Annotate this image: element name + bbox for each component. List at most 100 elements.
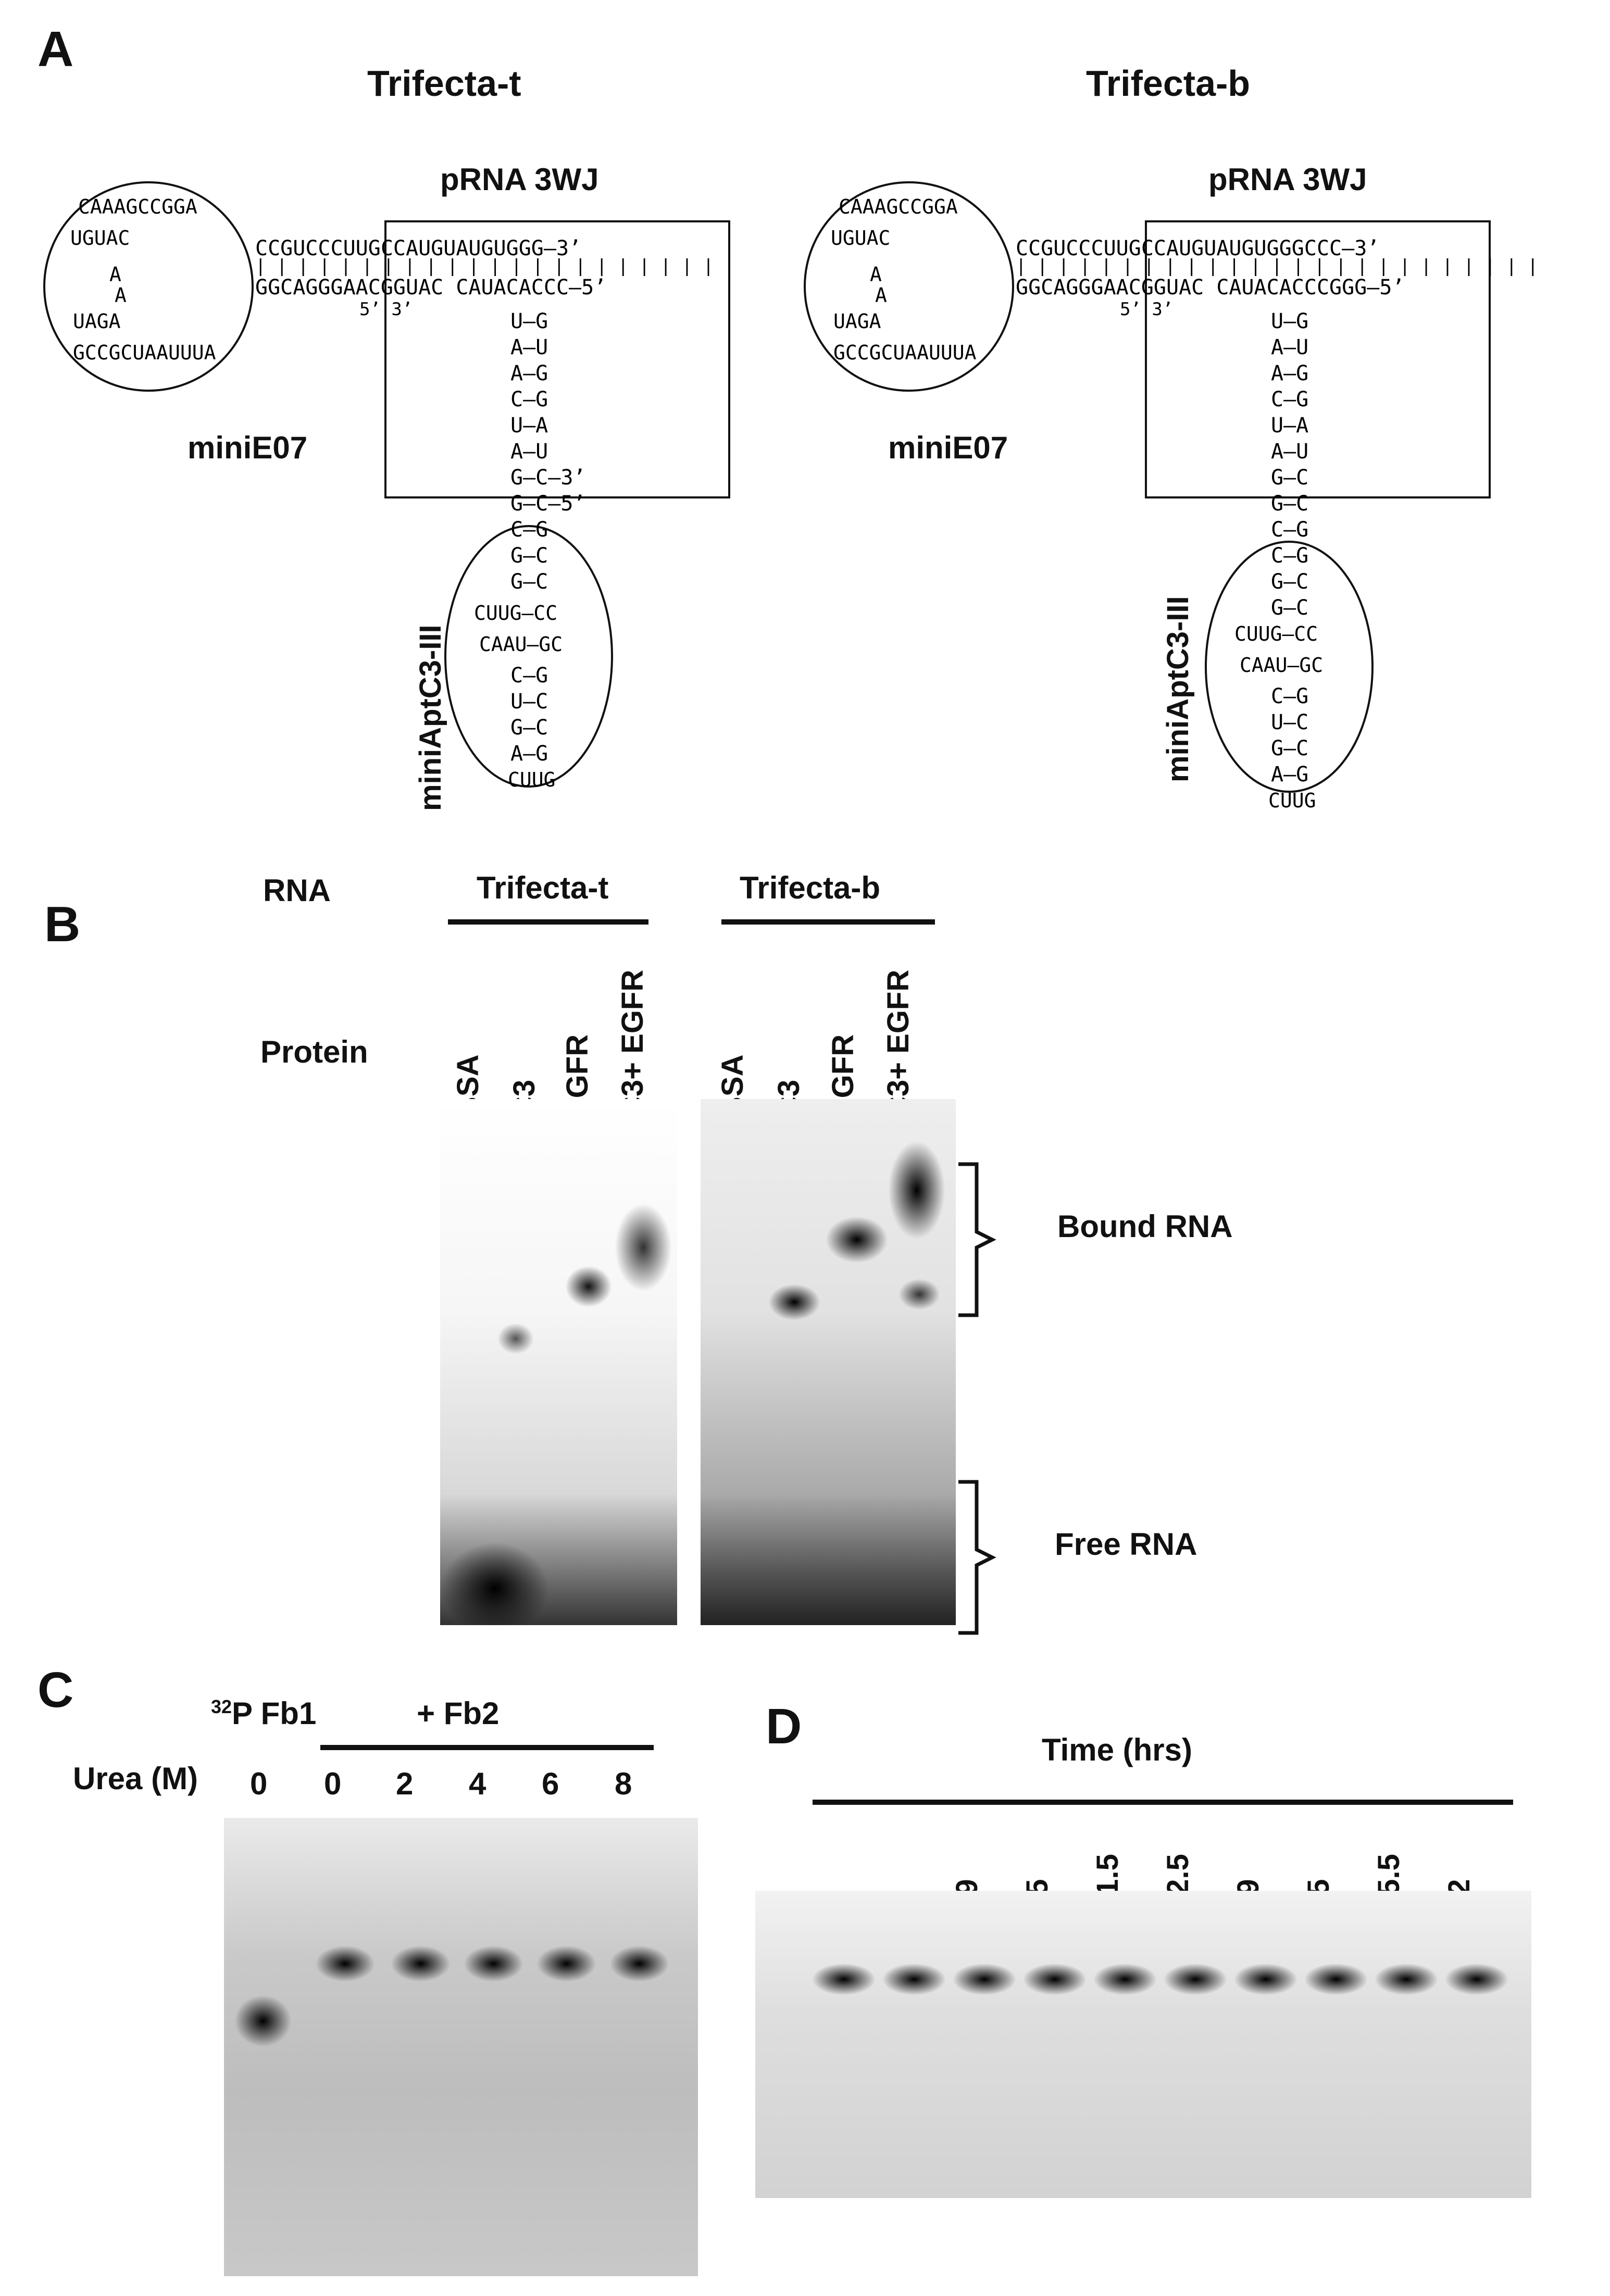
gel-band	[391, 1945, 451, 1982]
probe-superscript: 32	[211, 1696, 232, 1717]
gel-band	[953, 1964, 1016, 1995]
svg-text:G–C: G–C	[1271, 737, 1308, 760]
svg-text:C–G: C–G	[1271, 388, 1308, 411]
rna-label: RNA	[263, 873, 331, 908]
plus-fb2-label: + Fb2	[417, 1696, 500, 1731]
label-prna-3wj-b: pRNA 3WJ	[1208, 162, 1367, 197]
svg-text:G–C—5’: G–C—5’	[510, 492, 586, 516]
gel-band	[315, 1945, 375, 1982]
svg-text:G–C: G–C	[1271, 570, 1308, 594]
svg-text:A–G: A–G	[510, 742, 548, 766]
svg-text:G–C: G–C	[510, 570, 548, 594]
label-miniaptc3-b: miniAptC3-III	[1161, 596, 1195, 782]
gel-image-trifecta-t	[440, 1099, 677, 1625]
gel-band	[440, 1542, 550, 1625]
svg-text:A: A	[109, 263, 121, 286]
svg-text:UGUAC: UGUAC	[831, 227, 890, 249]
bound-rna-label: Bound RNA	[1057, 1209, 1233, 1244]
gel-band	[813, 1964, 875, 1995]
svg-text:G–C: G–C	[510, 544, 548, 568]
panel-letter-d: D	[766, 1699, 802, 1754]
svg-text:CUUG–CC: CUUG–CC	[1234, 622, 1318, 645]
svg-text:CAAU–GC: CAAU–GC	[1240, 654, 1323, 677]
gel-image-trifecta-b	[701, 1099, 956, 1625]
gel-band	[1445, 1964, 1508, 1995]
group-label-trifecta-b: Trifecta-b	[740, 870, 881, 905]
gel-band	[768, 1284, 820, 1320]
gel-band	[1375, 1964, 1438, 1995]
svg-text:CUUG: CUUG	[1268, 789, 1316, 812]
svg-text:C–G: C–G	[510, 388, 548, 411]
gel-band	[615, 1203, 672, 1292]
lane-label: 4	[469, 1766, 486, 1801]
probe-label: 32P Fb1	[211, 1695, 316, 1731]
plus-fb2-bar	[320, 1745, 654, 1750]
svg-text:A–U: A–U	[510, 440, 548, 464]
gel-band	[883, 1964, 945, 1995]
svg-text:A–G: A–G	[1271, 763, 1308, 787]
gel-band	[1305, 1964, 1367, 1995]
group-label-trifecta-t: Trifecta-t	[477, 870, 609, 905]
lane-label: 2	[396, 1766, 414, 1801]
svg-text:A–U: A–U	[510, 335, 548, 359]
svg-text:GGCAGGGAACGGUAC CAUACACCC—5’: GGCAGGGAACGGUAC CAUACACCC—5’	[255, 276, 606, 300]
svg-text:A: A	[870, 263, 882, 286]
gel-band	[1094, 1964, 1156, 1995]
gel-band	[609, 1945, 669, 1982]
svg-text:5’ 3’: 5’ 3’	[1120, 299, 1173, 320]
free-rna-label: Free RNA	[1055, 1527, 1197, 1562]
label-miniaptc3-t: miniAptC3-III	[414, 625, 447, 811]
svg-text:CCGUCCCUUGCCAUGUAUGUGGGCCC—3’: CCGUCCCUUGCCAUGUAUGUGGGCCC—3’	[1016, 236, 1379, 260]
probe-text: P Fb1	[232, 1696, 317, 1731]
panel-letter-a: A	[38, 21, 74, 77]
time-bar	[813, 1800, 1513, 1805]
svg-text:C–G: C–G	[1271, 518, 1308, 542]
trifecta-t-schematic: CAAAGCCGGA UGUAC A A UAGA GCCGCUAAUUUA C…	[43, 181, 730, 791]
lane-label: 8	[615, 1766, 632, 1801]
svg-text:GGCAGGGAACGGUAC CAUACACCCGGG—5: GGCAGGGAACGGUAC CAUACACCCGGG—5’	[1016, 276, 1405, 300]
svg-text:GCCGCUAAUUUA: GCCGCUAAUUUA	[833, 341, 977, 364]
svg-text:A: A	[875, 284, 887, 307]
title-trifecta-t: Trifecta-t	[367, 63, 521, 104]
svg-text:UGUAC: UGUAC	[70, 227, 130, 249]
svg-text:U–C: U–C	[1271, 710, 1308, 734]
lane-label: 6	[542, 1766, 559, 1801]
gel-image-time-course	[755, 1891, 1531, 2198]
svg-text:G–C: G–C	[1271, 596, 1308, 620]
svg-text:U–A: U–A	[510, 414, 548, 438]
svg-text:A–G: A–G	[510, 361, 548, 385]
svg-text:G–C—3’: G–C—3’	[510, 466, 586, 490]
gel-band	[888, 1141, 945, 1240]
svg-text:A–U: A–U	[1271, 440, 1308, 464]
svg-text:G–C: G–C	[1271, 466, 1308, 490]
gel-band	[1164, 1964, 1227, 1995]
svg-text:GCCGCUAAUUUA: GCCGCUAAUUUA	[73, 341, 216, 364]
label-minie07-t: miniE07	[188, 430, 308, 465]
svg-text:| | | | | | | | | | | | | | |: | | | | | | | | | | | | | | | | | | | | …	[255, 256, 714, 277]
lane-label: 0	[250, 1766, 268, 1801]
label-prna-3wj-t: pRNA 3WJ	[440, 162, 599, 197]
svg-text:U–G: U–G	[1271, 309, 1308, 333]
lane-label: C3+ EGFR	[616, 969, 650, 1118]
svg-text:UAGA: UAGA	[833, 310, 881, 333]
svg-text:CUUG–CC: CUUG–CC	[474, 602, 557, 625]
gel-band	[497, 1323, 534, 1354]
svg-text:U–C: U–C	[510, 690, 548, 714]
svg-text:C–G: C–G	[510, 518, 548, 542]
svg-text:U–A: U–A	[1271, 414, 1308, 438]
svg-text:CCGUCCCUUGCCAUGUAUGUGGG—3’: CCGUCCCUUGCCAUGUAUGUGGG—3’	[255, 236, 581, 260]
svg-text:U–G: U–G	[510, 309, 548, 333]
svg-text:G–C: G–C	[1271, 492, 1308, 516]
svg-text:C–G: C–G	[1271, 684, 1308, 708]
urea-label: Urea (M)	[73, 1761, 198, 1796]
time-label: Time (hrs)	[1042, 1732, 1192, 1767]
brackets	[958, 1162, 996, 1635]
svg-text:C–G: C–G	[510, 664, 548, 688]
lane-label: C3+ EGFR	[881, 969, 915, 1118]
group-bar-trifecta-t	[448, 919, 648, 925]
svg-text:CAAAGCCGGA: CAAAGCCGGA	[839, 195, 958, 218]
svg-text:CAAU–GC: CAAU–GC	[479, 633, 563, 656]
gel-band	[565, 1266, 612, 1307]
panel-letter-b: B	[44, 896, 81, 952]
gel-band	[898, 1279, 940, 1310]
